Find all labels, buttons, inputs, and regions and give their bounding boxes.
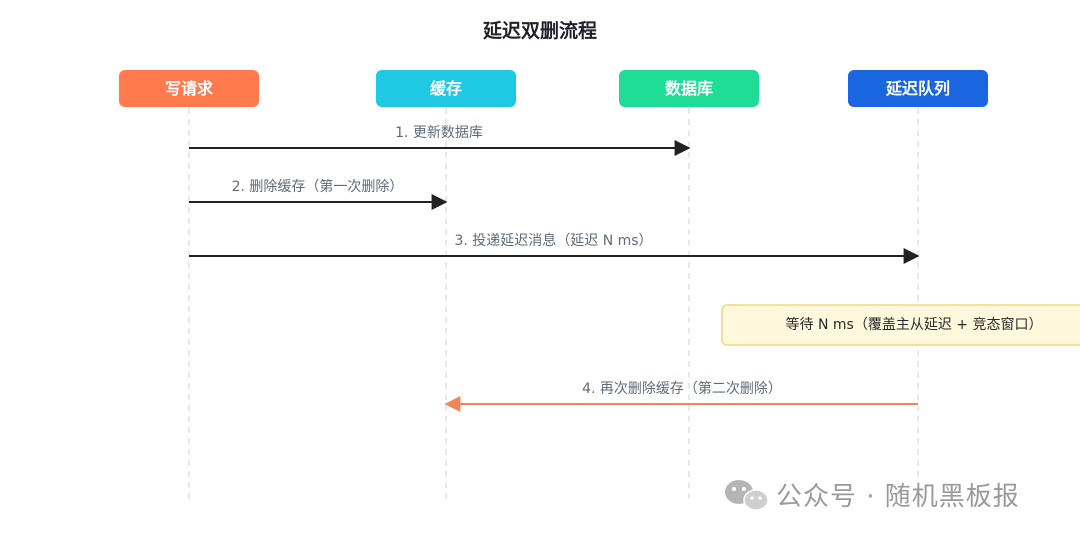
message-label-1: 1. 更新数据库 [395, 125, 483, 141]
actor-label-writer: 写请求 [165, 79, 214, 98]
note: 等待 N ms（覆盖主从延迟 + 竞态窗口） [721, 304, 1080, 346]
actor-label-queue: 延迟队列 [885, 79, 950, 98]
message-1: 1. 更新数据库 [189, 125, 691, 156]
watermark: 公众号 · 随机黑板报 [725, 480, 1020, 512]
actor-box-queue [848, 70, 988, 107]
messages: 1. 更新数据库 2. 删除缓存（第一次删除） 3. 投递延迟消息（延迟 N ms）… [189, 125, 920, 412]
actor-label-database: 数据库 [665, 79, 713, 98]
watermark-text: 公众号 · 随机黑板报 [776, 482, 1020, 512]
note-label: 等待 N ms（覆盖主从延迟 + 竞态窗口） [786, 316, 1043, 333]
message-3: 3. 投递延迟消息（延迟 N ms） [189, 232, 920, 264]
actor-box-writer [119, 70, 259, 107]
actor-queue: 延迟队列 [848, 70, 988, 107]
actor-writer: 写请求 [119, 70, 259, 107]
message-2: 2. 删除缓存（第一次删除） [189, 178, 448, 210]
actor-box-cache [376, 70, 516, 107]
actor-label-cache: 缓存 [429, 79, 462, 98]
actors: 写请求 缓存 数据库 延迟队列 [119, 70, 988, 107]
message-label-3: 3. 投递延迟消息（延迟 N ms） [454, 232, 652, 249]
diagram-title: 延迟双删流程 [482, 19, 597, 42]
message-4: 4. 再次删除缓存（第二次删除） [444, 380, 918, 412]
lifelines [188, 108, 919, 500]
actor-cache: 缓存 [376, 70, 516, 107]
actor-database: 数据库 [619, 70, 759, 107]
wechat-icon [725, 480, 769, 511]
actor-box-database [619, 70, 759, 107]
message-label-4: 4. 再次删除缓存（第二次删除） [582, 380, 782, 397]
message-label-2: 2. 删除缓存（第一次删除） [232, 178, 404, 195]
note-box [721, 304, 1080, 346]
